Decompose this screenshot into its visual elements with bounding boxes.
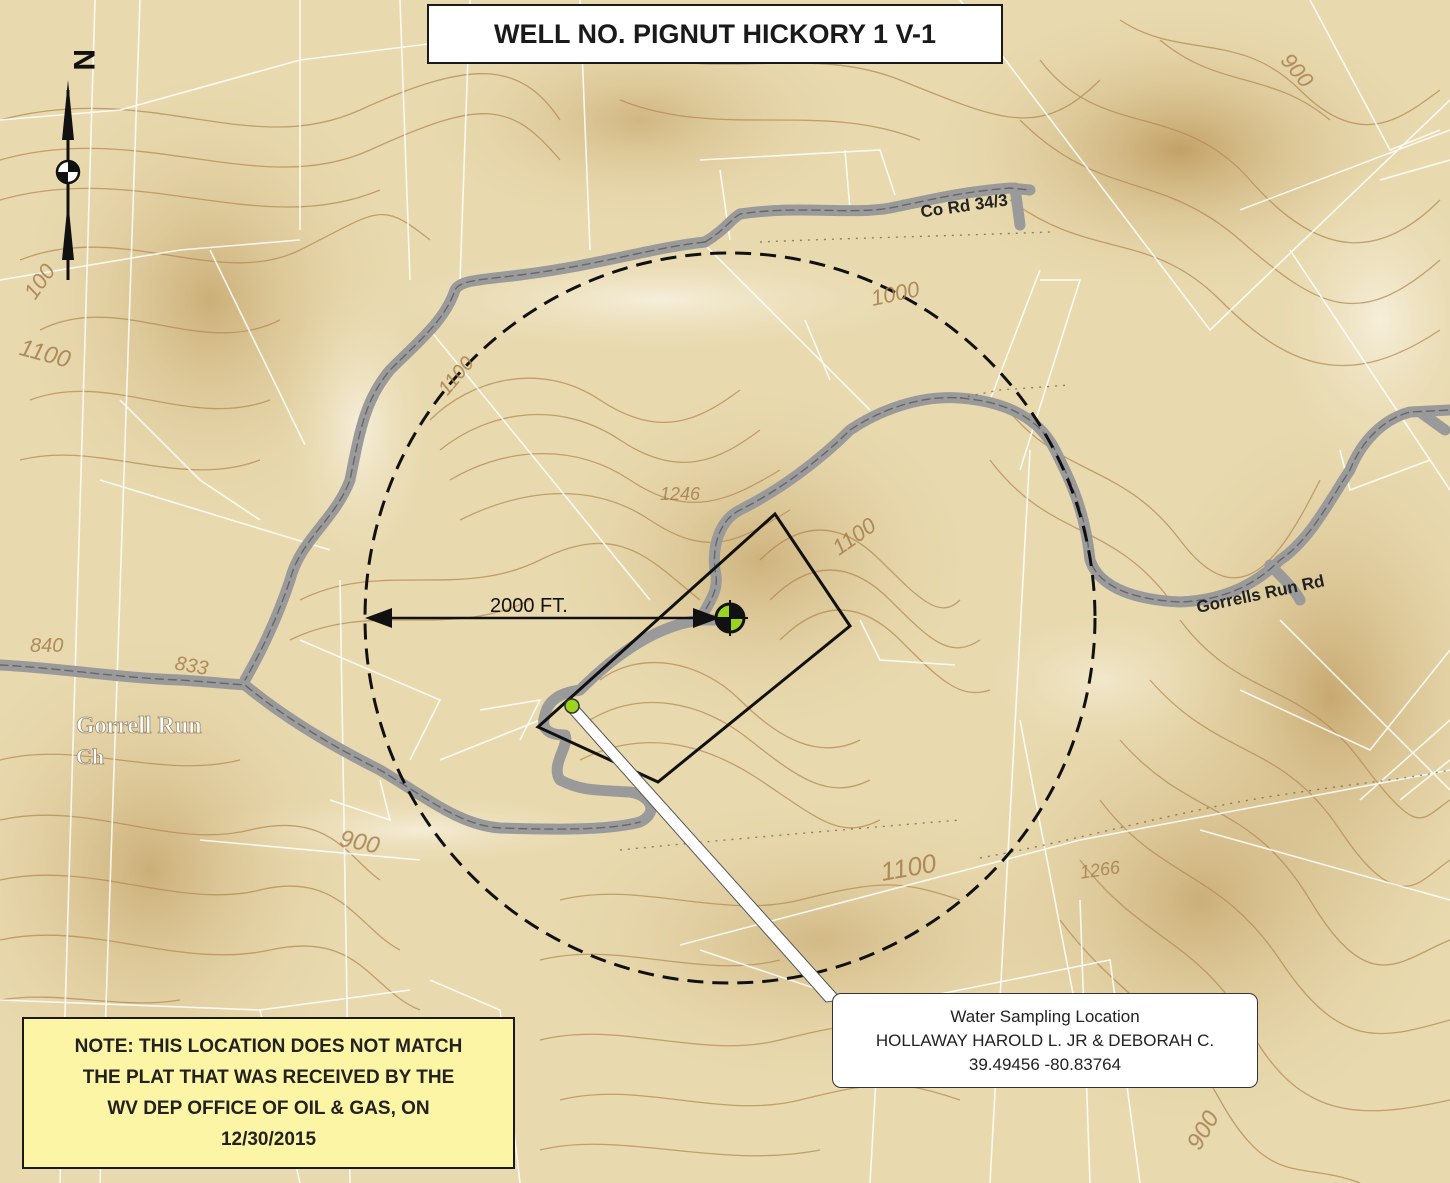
north-arrow-icon: N bbox=[55, 49, 100, 280]
terrain-shading bbox=[0, 0, 1450, 1140]
note-line-3: WV DEP OFFICE OF OIL & GAS, ON bbox=[107, 1098, 430, 1119]
callout-heading: Water Sampling Location bbox=[950, 1006, 1140, 1026]
distance-label: 2000 FT. bbox=[490, 595, 568, 617]
map-title: WELL NO. PIGNUT HICKORY 1 V-1 bbox=[427, 4, 1003, 64]
water-sample-marker-icon bbox=[564, 698, 580, 714]
dotted-lines bbox=[619, 231, 1450, 859]
place-label-ch: Ch bbox=[76, 744, 104, 769]
map-title-text: WELL NO. PIGNUT HICKORY 1 V-1 bbox=[493, 18, 937, 49]
place-label-gorrell-run: Gorrell Run bbox=[76, 713, 202, 739]
callout-owner: HOLLAWAY HAROLD L. JR & DEBORAH C. bbox=[875, 1030, 1215, 1050]
well-marker-icon bbox=[712, 600, 748, 636]
elevation-1246: 1246 bbox=[660, 484, 701, 504]
water-sampling-callout: Water Sampling Location HOLLAWAY HAROLD … bbox=[832, 993, 1258, 1088]
note-box: NOTE: THIS LOCATION DOES NOT MATCH THE P… bbox=[22, 1017, 515, 1169]
elevation-840: 840 bbox=[30, 635, 63, 657]
radius-circle bbox=[363, 251, 1097, 985]
note-line-1: NOTE: THIS LOCATION DOES NOT MATCH bbox=[74, 1036, 463, 1057]
distance-arrow bbox=[365, 608, 720, 628]
note-line-4: 12/30/2015 bbox=[220, 1129, 317, 1150]
callout-coords: 39.49456 -80.83764 bbox=[968, 1054, 1122, 1074]
note-line-2: THE PLAT THAT WAS RECEIVED BY THE bbox=[82, 1067, 455, 1088]
north-letter: N bbox=[67, 49, 100, 71]
